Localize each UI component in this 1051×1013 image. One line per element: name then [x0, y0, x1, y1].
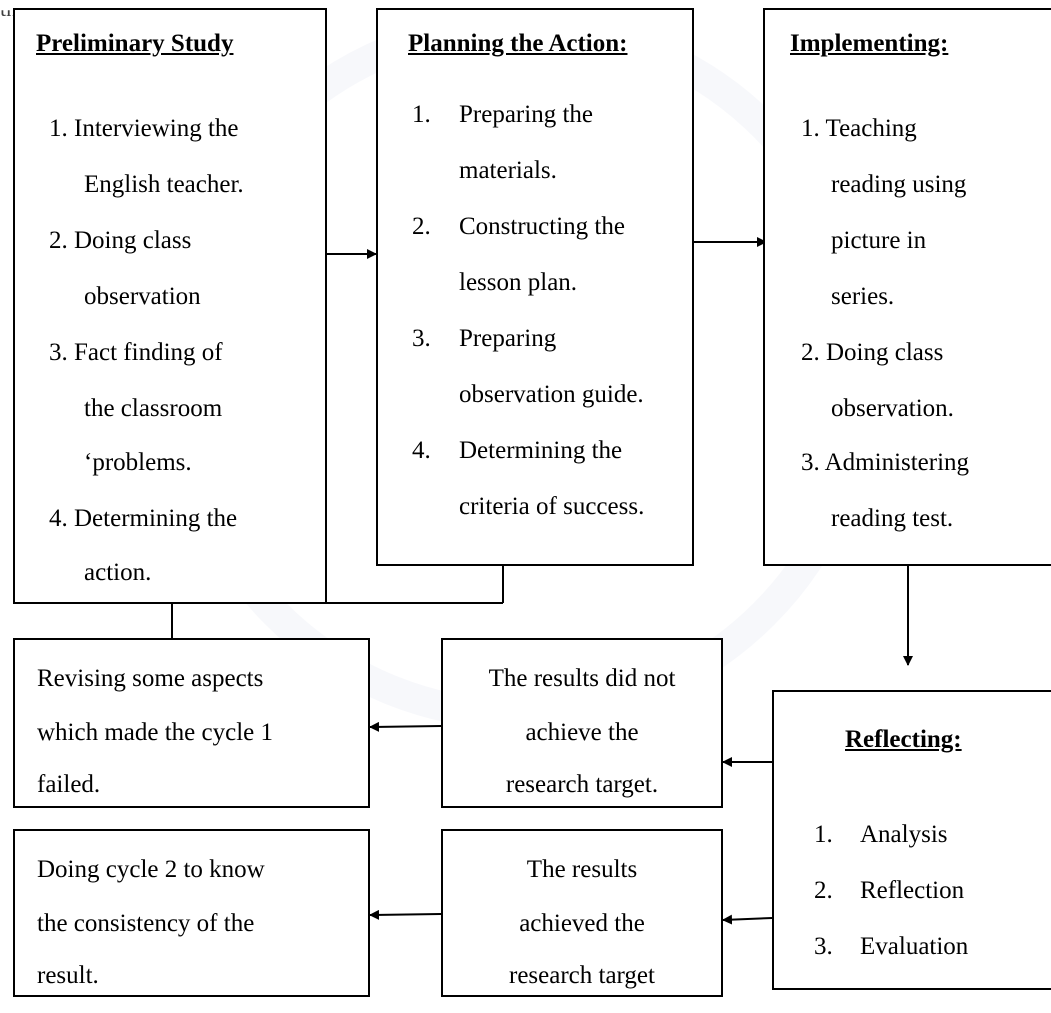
planning-line: lesson plan.: [459, 269, 578, 296]
preliminary-study-title: Preliminary Study: [36, 30, 234, 57]
reflecting-line: Evaluation: [860, 933, 969, 960]
planning-number: 3.: [412, 325, 431, 352]
preliminary-line: English teacher.: [84, 171, 244, 198]
planning-number: 1.: [412, 101, 431, 128]
planning-action-title: Planning the Action:: [408, 30, 628, 57]
not-achieved-line: research target.: [505, 771, 659, 798]
reflecting-box: Reflecting: 1. Analysis 2. Reflection 3.…: [772, 690, 1051, 990]
reflecting-title: Reflecting:: [845, 726, 962, 753]
implementing-line: series.: [831, 283, 895, 310]
planning-line: Constructing the: [459, 213, 625, 240]
not-achieved-line: achieve the: [525, 719, 639, 746]
implementing-title: Implementing:: [790, 30, 949, 57]
preliminary-line: the classroom: [84, 395, 223, 422]
implementing-line: 1. Teaching: [801, 115, 917, 142]
cycle2-line: the consistency of the: [37, 910, 255, 937]
planning-line: Preparing: [459, 325, 557, 352]
arrow-not-achieved-to-revising: [369, 721, 442, 732]
reflecting-number: 2.: [814, 877, 833, 904]
revising-line: Revising some aspects: [37, 665, 264, 692]
implementing-line: picture in: [831, 227, 927, 254]
arrow-achieved-to-cycle2: [369, 909, 442, 920]
results-achieved-box: The results achieved the research target: [441, 829, 723, 997]
preliminary-line: 2. Doing class: [49, 227, 192, 254]
achieved-line: research target: [509, 962, 655, 989]
cycle2-line: Doing cycle 2 to know: [37, 856, 265, 883]
reflecting-number: 1.: [814, 821, 833, 848]
arrow-reflecting-to-achieved: [722, 914, 773, 925]
cycle2-line: result.: [37, 962, 99, 989]
planning-line: Determining the: [459, 437, 623, 464]
implementing-line: observation.: [831, 395, 954, 422]
preliminary-line: observation: [84, 283, 201, 310]
preliminary-line: action.: [84, 559, 152, 586]
preliminary-line: 4. Determining the: [49, 505, 238, 532]
revising-line: failed.: [37, 771, 101, 798]
implementing-line: 2. Doing class: [801, 339, 944, 366]
planning-line: Preparing the: [459, 101, 593, 128]
cycle2-box: Doing cycle 2 to know the consistency of…: [13, 829, 370, 997]
planning-number: 2.: [412, 213, 431, 240]
preliminary-line: ‘problems.: [84, 449, 192, 476]
implementing-line: reading test.: [831, 505, 954, 532]
planning-line: materials.: [459, 157, 557, 184]
preliminary-study-box: Preliminary Study 1. Interviewing the En…: [13, 8, 327, 604]
implementing-line: 3. Administering: [801, 449, 970, 476]
results-not-achieved-box: The results did not achieve the research…: [441, 638, 723, 808]
achieved-line: The results: [526, 856, 638, 883]
planning-action-box: Planning the Action: 1. Preparing the ma…: [376, 8, 694, 566]
achieved-line: achieved the: [519, 910, 645, 937]
planning-number: 4.: [412, 437, 431, 464]
planning-line: criteria of success.: [459, 493, 645, 520]
preliminary-line: 1. Interviewing the: [49, 115, 239, 142]
planning-line: observation guide.: [459, 381, 644, 408]
not-achieved-line: The results did not: [488, 665, 676, 692]
reflecting-line: Analysis: [860, 821, 948, 848]
implementing-line: reading using: [831, 171, 967, 198]
reflecting-number: 3.: [814, 933, 833, 960]
reflecting-line: Reflection: [860, 877, 965, 904]
revising-line: which made the cycle 1: [37, 719, 274, 746]
revising-box: Revising some aspects which made the cyc…: [13, 638, 370, 808]
implementing-box: Implementing: 1. Teaching reading using …: [763, 8, 1051, 566]
preliminary-line: 3. Fact finding of: [49, 339, 223, 366]
